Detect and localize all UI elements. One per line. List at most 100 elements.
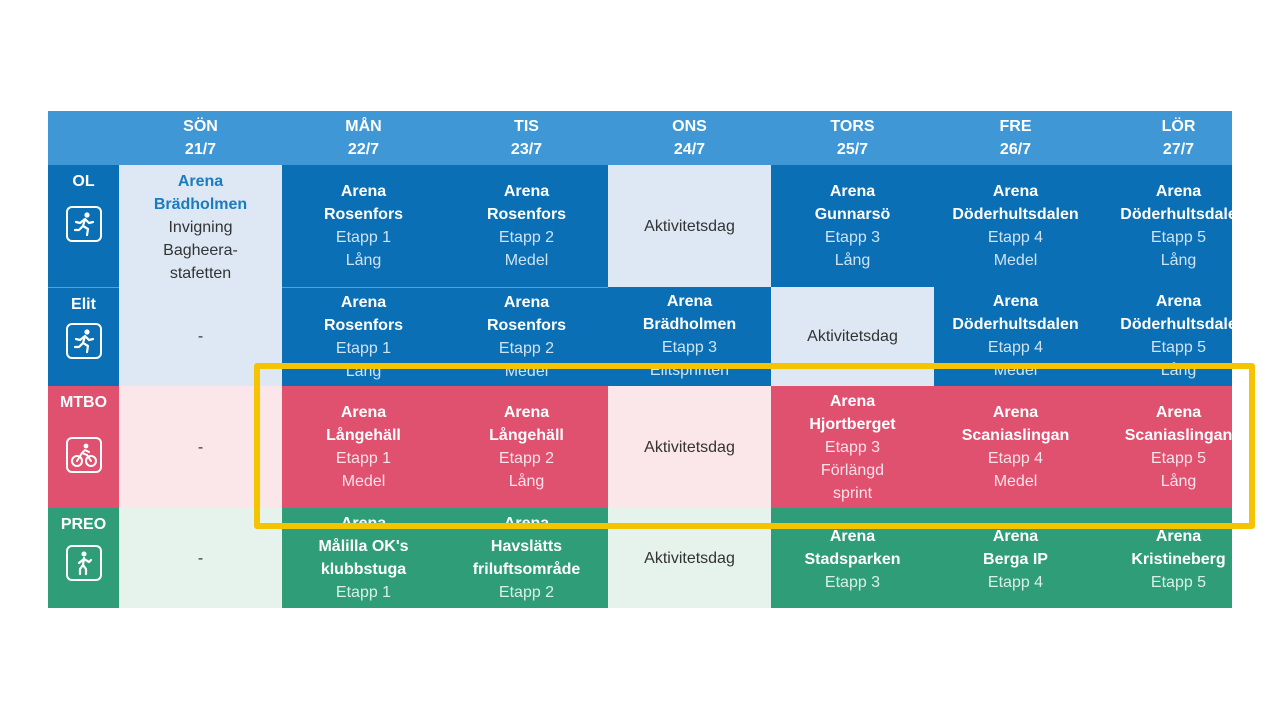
elit-thu-cell: Aktivitetsdag — [771, 287, 934, 386]
preo-sun-cell: - — [119, 508, 282, 608]
stage-label: Etapp 2 — [498, 340, 555, 357]
day-name: LÖR — [1161, 118, 1196, 135]
walking-person-icon — [65, 545, 102, 581]
arena-name: Gunnarsö — [814, 206, 891, 223]
arena-label: Arena — [1155, 183, 1202, 200]
arena-name: Berga IP — [983, 551, 1048, 568]
row-label-text: MTBO — [59, 394, 108, 411]
arena-name: Långehäll — [326, 427, 401, 444]
stage-label: Etapp 1 — [335, 340, 392, 357]
activity-day-label: Aktivitetsdag — [807, 328, 898, 345]
day-name: FRE — [999, 118, 1032, 135]
activity-day-label: Aktivitetsdag — [644, 549, 735, 567]
distance-label: Medel — [504, 363, 549, 380]
ol-wed-cell: Aktivitetsdag — [608, 165, 771, 287]
preo-wed-cell: Aktivitetsdag — [608, 508, 771, 608]
stage-label: Etapp 4 — [987, 229, 1044, 246]
arena-name: Hjortberget — [809, 415, 896, 433]
arena-label: Arena — [340, 183, 387, 200]
cyclist-icon — [65, 437, 102, 473]
distance-label: Medel — [993, 473, 1038, 490]
stage-label: Etapp 2 — [498, 450, 555, 467]
header-day-wed: ONS 24/7 — [608, 111, 771, 165]
distance-label: Förlängd — [820, 461, 885, 479]
distance-label: Lång — [345, 363, 382, 380]
arena-name: Scaniaslingan — [961, 427, 1070, 444]
arena-label: Arena — [177, 173, 224, 190]
arena-label: Arena — [340, 294, 387, 311]
arena-name: Brädholmen — [153, 196, 248, 213]
stage-label: Etapp 5 — [1150, 450, 1207, 467]
stage-label: Etapp 5 — [1150, 339, 1207, 356]
arena-name: Rosenfors — [486, 206, 567, 223]
arena-label: Arena — [503, 404, 550, 421]
day-date: 25/7 — [836, 141, 869, 158]
row-label-mtbo: MTBO — [48, 386, 119, 508]
stage-label: Etapp 3 — [824, 438, 881, 456]
arena-label: Arena — [992, 528, 1039, 545]
stage-label: Etapp 4 — [987, 574, 1044, 591]
stage-label: Etapp 1 — [335, 450, 392, 467]
day-name: SÖN — [183, 118, 218, 135]
day-date: 24/7 — [673, 141, 706, 158]
distance-label: Lång — [345, 252, 382, 269]
day-name: TIS — [514, 118, 539, 135]
sun-ol-cell: Arena Brädholmen Invigning Bagheera- sta… — [119, 165, 282, 287]
stage-label: Etapp 4 — [987, 339, 1044, 356]
row-label-elit: Elit — [48, 287, 119, 387]
distance-label: Medel — [341, 473, 386, 490]
header-day-sun: SÖN 21/7 — [119, 111, 282, 165]
distance-label: Lång — [1160, 362, 1197, 379]
distance-label: Medel — [993, 362, 1038, 379]
arena-name: Scaniaslingan — [1124, 427, 1232, 444]
arena-label: Arena — [503, 294, 550, 311]
distance-label: Medel — [504, 252, 549, 269]
stage-label: Etapp 2 — [498, 584, 555, 601]
running-person-icon — [65, 323, 102, 359]
distance-label: Lång — [1160, 252, 1197, 269]
distance-label: Elitsprinten — [649, 362, 730, 379]
arena-name: Döderhultsdalen — [952, 316, 1079, 333]
row-label-text: Elit — [71, 296, 96, 313]
day-date: 26/7 — [999, 141, 1032, 158]
arena-label: Arena — [829, 528, 876, 545]
activity-day-label: Aktivitetsdag — [644, 438, 735, 456]
day-name: ONS — [672, 118, 707, 135]
distance-label: Medel — [993, 252, 1038, 269]
empty-dash: - — [197, 328, 204, 345]
arena-label: Arena — [992, 293, 1039, 310]
stage-label: Etapp 4 — [987, 450, 1044, 467]
stage-label: Etapp 1 — [335, 229, 392, 246]
arena-label: Arena — [666, 293, 713, 310]
activity-day-label: Aktivitetsdag — [644, 217, 735, 235]
distance-label: sprint — [832, 484, 873, 502]
arena-name: Brädholmen — [642, 316, 737, 333]
arena-name: klubbstuga — [320, 561, 407, 578]
empty-dash: - — [197, 438, 204, 456]
stage-label: Etapp 5 — [1150, 229, 1207, 246]
day-date: 21/7 — [184, 141, 217, 158]
empty-dash: - — [197, 549, 204, 567]
arena-name: Döderhultsdale — [1120, 316, 1232, 333]
event-name: Invigning — [168, 219, 233, 236]
row-label-text: PREO — [60, 516, 107, 533]
